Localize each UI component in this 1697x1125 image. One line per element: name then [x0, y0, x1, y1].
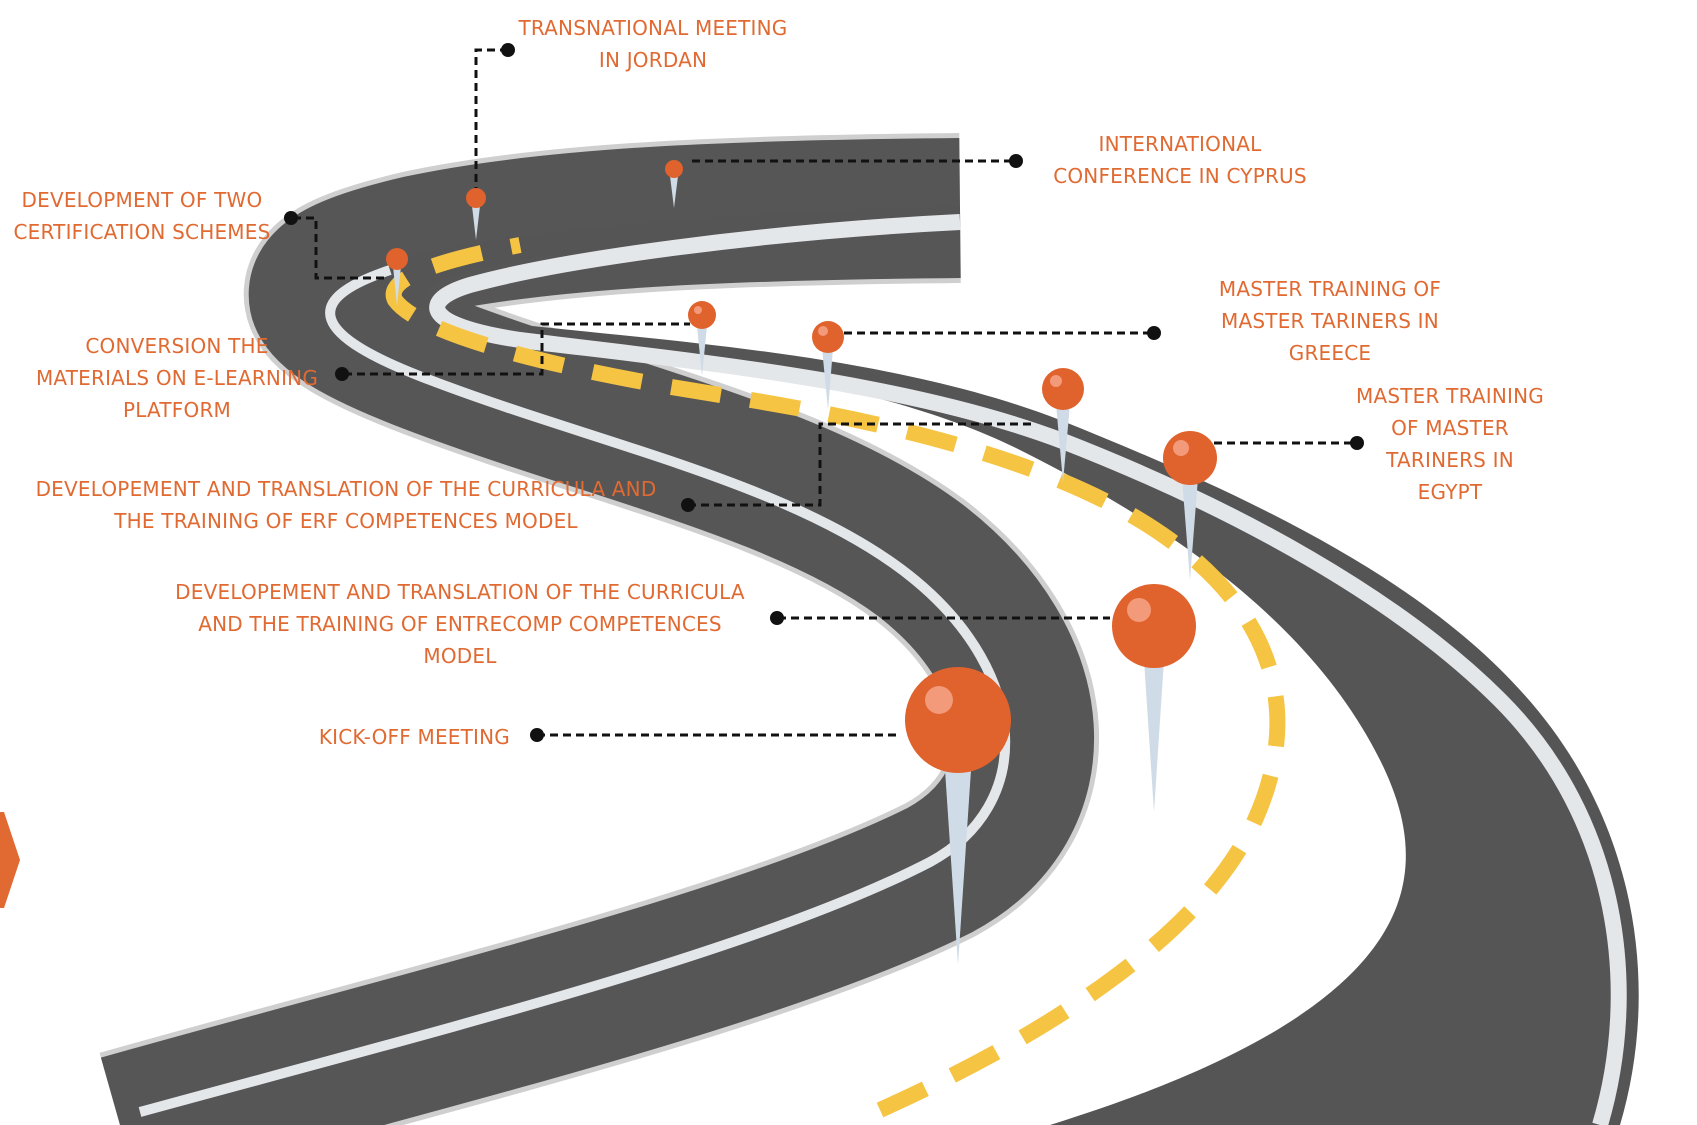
- dot-greece: [1147, 326, 1161, 340]
- connector-elearning: [344, 322, 690, 376]
- nav-arrow-icon[interactable]: [0, 812, 20, 908]
- milestone-greece: MASTER TRAINING OF MASTER TARINERS IN GR…: [1218, 277, 1442, 365]
- connector-certification: [293, 216, 386, 280]
- pin-egypt: [1163, 431, 1217, 580]
- milestone-erf: DEVELOPEMENT AND TRANSLATION OF THE CURR…: [35, 477, 657, 533]
- pin-greece: [812, 321, 844, 410]
- pins: [386, 160, 1217, 965]
- road-surface: [100, 138, 1094, 1125]
- connector-jordan: [474, 48, 508, 188]
- milestone-kickoff: KICK-OFF MEETING: [318, 725, 510, 749]
- milestone-entrecomp: DEVELOPEMENT AND TRANSLATION OF THE CURR…: [175, 580, 745, 668]
- road: [99, 133, 1639, 1125]
- dot-kickoff: [530, 728, 544, 742]
- connectors: [293, 48, 1356, 737]
- connector-dots: [284, 43, 1364, 742]
- milestone-certification: DEVELOPMENT OF TWO CERTIFICATION SCHEMES: [13, 188, 271, 244]
- pin-cyprus: [665, 160, 683, 208]
- dot-entrecomp: [770, 611, 784, 625]
- road-edge-right: [429, 214, 1627, 1125]
- road-edge-left: [138, 265, 1010, 1117]
- milestone-elearning: CONVERSION THE MATERIALS ON E-LEARNING P…: [35, 334, 319, 422]
- pin-elearning: [688, 301, 716, 376]
- dot-egypt: [1350, 436, 1364, 450]
- dot-certification: [284, 211, 298, 225]
- pin-jordan: [466, 188, 486, 240]
- pin-entrecomp: [1112, 584, 1196, 812]
- road-center-line: [385, 237, 1286, 1118]
- dot-erf: [681, 498, 695, 512]
- milestone-egypt: MASTER TRAINING OF MASTER TARINERS IN EG…: [1356, 384, 1544, 504]
- connector-erf: [688, 422, 1035, 507]
- dot-jordan: [501, 43, 515, 57]
- road-foreground: [375, 206, 1639, 1125]
- dot-elearning: [335, 367, 349, 381]
- milestone-jordan: TRANSNATIONAL MEETING IN JORDAN: [518, 16, 788, 72]
- pin-kickoff: [905, 667, 1011, 965]
- pin-erf: [1042, 368, 1084, 482]
- milestone-cyprus: INTERNATIONAL CONFERENCE IN CYPRUS: [1053, 132, 1307, 188]
- dot-cyprus: [1009, 154, 1023, 168]
- pin-certification: [386, 248, 408, 306]
